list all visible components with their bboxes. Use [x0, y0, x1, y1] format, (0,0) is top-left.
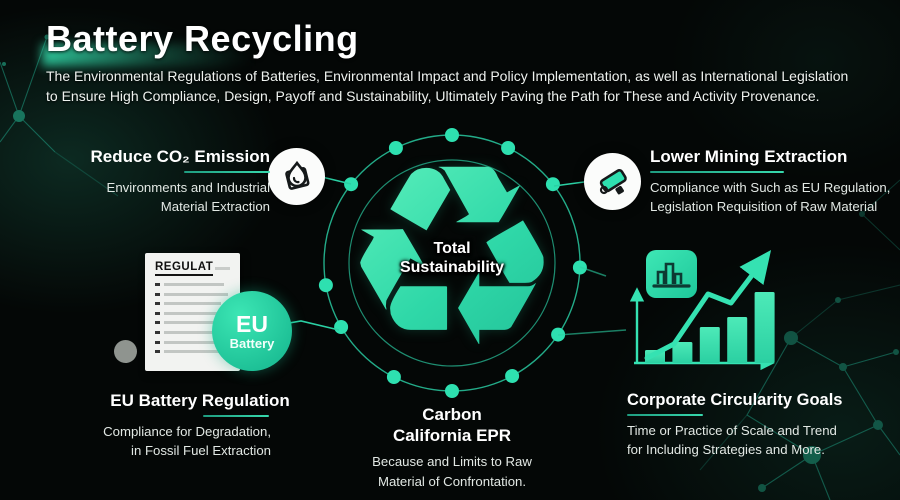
corporate-desc-1: Time or Practice of Scale and Trend	[627, 423, 837, 438]
recycle-icon: ♻	[339, 111, 565, 404]
background-network-bottomright	[699, 284, 900, 500]
eu-battery-badge: EU Battery	[212, 291, 292, 371]
sustainability-hub: ♻ Total Sustainability	[312, 118, 592, 398]
chart-bars	[645, 292, 775, 363]
node-lower-mining: Lower Mining Extraction Compliance with …	[650, 147, 890, 216]
reduce-emission-underline	[184, 171, 270, 173]
subtitle-line-2: to Ensure High Compliance, Design, Payof…	[46, 88, 820, 104]
eu-badge-bottom: Battery	[229, 335, 275, 351]
node-reduce-emission: Reduce CO₂ Emission Environments and Ind…	[90, 147, 271, 216]
lower-mining-desc-2: Legislation Requisition of Raw Material	[650, 198, 878, 214]
paper-shadow-dot	[114, 340, 137, 363]
carbon-epr-desc-2: Material of Confrontation.	[377, 473, 527, 489]
bar-chart-icon	[646, 250, 697, 298]
connector-lines	[265, 176, 627, 336]
hub-label-line-2: Sustainability	[399, 258, 505, 276]
hub-label: Total Sustainability	[312, 118, 592, 398]
reduce-emission-title: Reduce CO₂ Emission	[90, 147, 271, 166]
background-network-topleft	[0, 34, 119, 197]
carbon-epr-desc: Because and Limits to Raw Material of Co…	[352, 452, 552, 491]
reduce-emission-desc-1: Environments and Industrial	[106, 180, 270, 195]
node-corporate-circularity: Corporate Circularity Goals Time or Prac…	[627, 391, 842, 459]
document-title: REGULAT	[155, 261, 214, 276]
corporate-title: Corporate Circularity Goals	[627, 391, 843, 409]
page-subtitle: The Environmental Regulations of Batteri…	[46, 66, 848, 106]
lower-mining-desc-1: Compliance with Such as EU Regulation,	[650, 180, 891, 195]
document-dash	[215, 267, 230, 270]
eu-battery-title: EU Battery Regulation	[110, 391, 290, 410]
carbon-epr-title-2: California EPR	[392, 426, 512, 445]
title-highlight-strip	[42, 44, 252, 66]
eu-battery-desc-1: Compliance for Degradation,	[103, 424, 271, 439]
page-title: Battery Recycling	[46, 18, 359, 59]
node-eu-battery: EU Battery Regulation Compliance for Deg…	[85, 391, 315, 460]
lower-mining-underline	[650, 171, 784, 173]
carbon-epr-title-1: Carbon	[422, 405, 482, 424]
document-text-lines	[155, 283, 230, 354]
pickaxe-icon	[584, 153, 641, 210]
growth-chart	[629, 250, 775, 371]
corporate-underline	[627, 414, 703, 416]
eu-battery-desc-2: in Fossil Fuel Extraction	[131, 442, 271, 458]
eu-battery-underline	[203, 415, 269, 417]
background-network-right	[859, 179, 900, 251]
document-header: REGULAT	[155, 261, 230, 276]
reduce-emission-desc-2: Material Extraction	[160, 198, 270, 214]
corporate-desc-2: for Including Strategies and More.	[627, 441, 825, 457]
eu-badge-top: EU	[236, 310, 268, 337]
header: Battery Recycling	[46, 18, 359, 60]
node-carbon-epr: Carbon California EPR Because and Limits…	[352, 404, 552, 491]
hub-label-line-1: Total	[433, 239, 471, 257]
hub-rings	[318, 128, 587, 398]
flame-icon	[268, 148, 325, 205]
carbon-epr-desc-1: Because and Limits to Raw	[372, 454, 532, 469]
chart-trend-arrow	[644, 250, 772, 361]
subtitle-line-1: The Environmental Regulations of Batteri…	[46, 68, 849, 84]
ring-node-dots	[318, 128, 587, 398]
lower-mining-title: Lower Mining Extraction	[650, 147, 848, 166]
carbon-epr-title: Carbon California EPR	[352, 404, 552, 446]
